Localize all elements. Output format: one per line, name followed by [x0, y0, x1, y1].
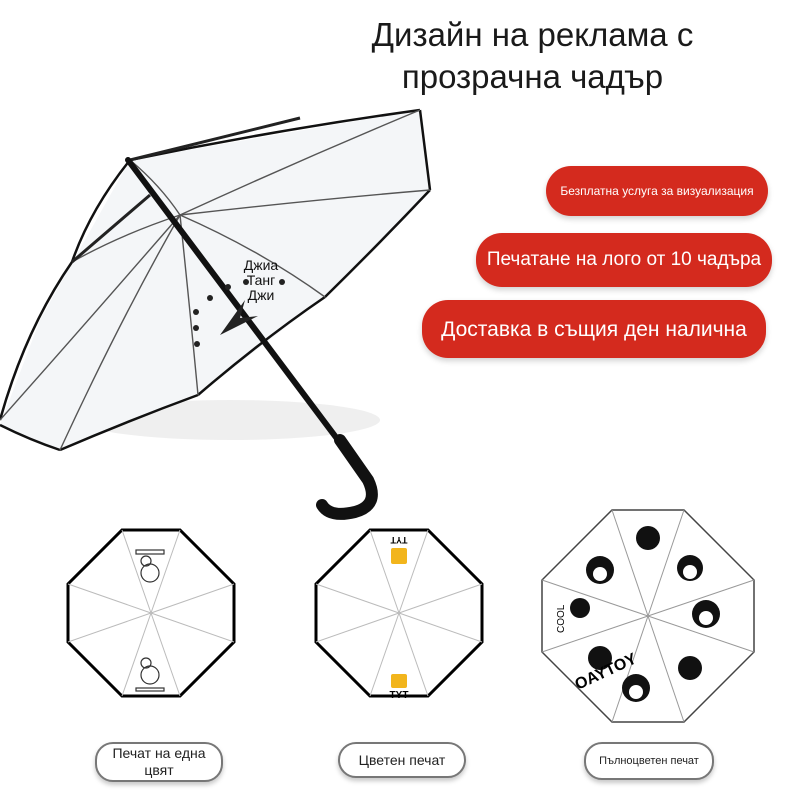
- single-color-print-bottom: [135, 657, 165, 692]
- single-color-print-top: [135, 549, 165, 583]
- umbrella-top-view-full-color: COOL OAYTOY: [541, 509, 755, 723]
- color-print-badge-top: [391, 548, 407, 564]
- option-full-color-print[interactable]: Пълноцветен печат: [584, 742, 714, 780]
- umbrella-top-view-color: TYT TYT: [314, 528, 484, 701]
- umbrella-handle: [316, 434, 378, 520]
- color-print-logo-bottom: TYT: [390, 690, 409, 701]
- umbrella-top-struts: [71, 116, 301, 264]
- umbrella-ribs: [0, 109, 431, 451]
- option-color-print[interactable]: Цветен печат: [338, 742, 466, 778]
- feature-logo-printing: Печатане на лого от 10 чадъра: [476, 233, 772, 287]
- full-color-cool-text: COOL: [556, 604, 567, 633]
- umbrella-canopy-edges: [0, 108, 432, 452]
- color-print-badge-bottom: [391, 674, 407, 688]
- umbrella-logo-text: Джиа Танг Джи: [243, 257, 279, 303]
- umbrella-top-view-single-color: [66, 528, 236, 698]
- page-title: Дизайн на реклама с прозрачна чадър: [371, 16, 694, 95]
- umbrella-print-marks: [193, 279, 285, 347]
- color-print-logo-top: TYT: [390, 535, 408, 545]
- feature-same-day-delivery: Доставка в същия ден налична: [422, 300, 766, 358]
- option-single-color-print[interactable]: Печат на една цвят: [95, 742, 223, 782]
- full-color-cartoon-art: [570, 526, 720, 702]
- feature-free-visualization: Безплатна услуга за визуализация: [546, 166, 768, 216]
